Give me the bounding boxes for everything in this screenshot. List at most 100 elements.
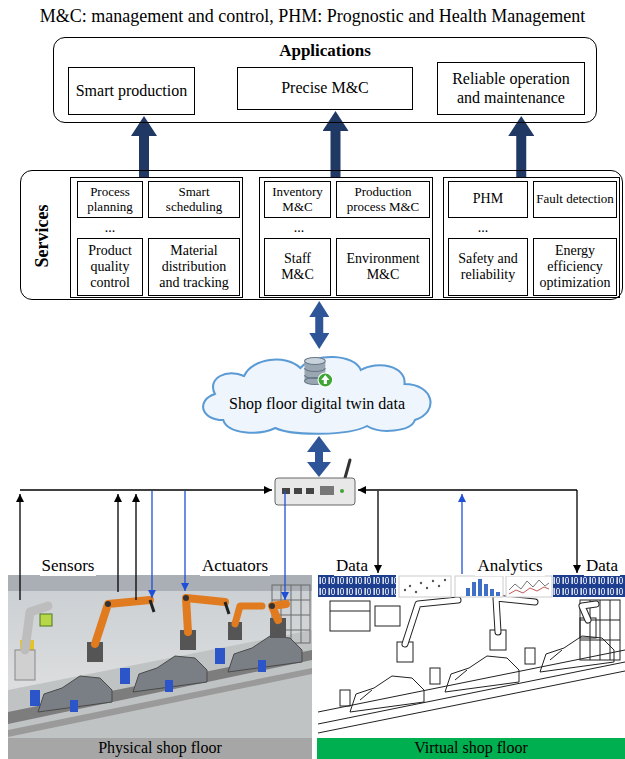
box-text: Production process M&C	[339, 185, 427, 215]
orange-robot-part	[105, 601, 111, 607]
fixture-part	[215, 648, 225, 664]
sketch-robot-part	[582, 604, 596, 620]
orange-robot-part	[186, 598, 225, 632]
sketch-robot-part	[496, 598, 535, 632]
analytics-chart-part	[404, 589, 406, 591]
upload-arrow	[321, 375, 329, 384]
gateway-device-part	[275, 478, 355, 505]
box-text: Energy efficiency optimization	[536, 243, 614, 291]
orange-robot	[87, 595, 286, 662]
sketch-line-part	[318, 671, 625, 733]
label-slot: Sensors	[28, 556, 108, 578]
sketch-robot-part	[405, 600, 458, 644]
sketch-line-part	[350, 676, 424, 712]
box-text: Fault detection	[536, 192, 614, 207]
sketch-line-part	[360, 650, 562, 700]
cloud-text: Shop floor digital twin data	[217, 394, 417, 414]
sketch-line-part	[600, 600, 601, 660]
signal-label: Data	[334, 556, 370, 576]
service-group: ...PHMFault detectionSafety and reliabil…	[443, 177, 620, 298]
sketch-line-part	[580, 640, 620, 641]
gateway-wire-part	[377, 491, 378, 573]
box-text: PHM	[451, 191, 525, 207]
box-text: Inventory M&C	[267, 185, 328, 215]
fixture-part	[165, 680, 173, 692]
box-text: Reliable operation and maintenance	[440, 70, 582, 107]
orange-robot-part	[235, 606, 262, 624]
service-box: Inventory M&C	[264, 181, 331, 218]
ellipsis-text: ...	[77, 219, 143, 237]
box-text: Product quality control	[80, 243, 140, 291]
fixture	[20, 640, 266, 712]
cloud-shape	[192, 350, 442, 434]
cloud-gateway-arrow-part	[307, 462, 331, 477]
analytics-chart-part	[420, 582, 422, 584]
gateway-device-part	[340, 489, 344, 493]
box-text: Staff M&C	[267, 251, 328, 283]
service-box: Process planning	[77, 181, 143, 218]
service-box: Energy efficiency optimization	[533, 238, 617, 296]
sketch-line-part	[610, 600, 611, 660]
analytics-chart-part	[444, 579, 446, 581]
analytics-chart-part	[496, 592, 500, 596]
analytics-chart-part	[506, 576, 552, 597]
shop-floor-band: Virtual shop floor	[317, 738, 625, 759]
box-text: Process planning	[80, 185, 140, 215]
box-text: Smart production	[71, 82, 192, 100]
box-text: Environment M&C	[339, 251, 427, 283]
fixture-part	[120, 668, 130, 684]
label-slot: M&C: management and control, PHM: Progno…	[0, 6, 625, 32]
service-box: Production process M&C	[336, 181, 430, 218]
analytics-chart-part	[509, 587, 549, 594]
gateway-wire-part	[184, 491, 185, 591]
data-cloud: Shop floor digital twin data	[192, 350, 442, 434]
sketch-robot-part	[582, 604, 596, 620]
label-slot: Data	[330, 556, 374, 578]
application-box: Precise M&C	[237, 67, 413, 110]
signal-label: Actuators	[200, 556, 270, 576]
analytics-chart	[399, 576, 552, 597]
orange-robot-part	[269, 603, 275, 609]
analytics-chart-part	[466, 588, 470, 596]
analytics-chart-part	[478, 579, 482, 596]
sketch-line-part	[340, 690, 350, 706]
analytics-chart-part	[484, 584, 488, 596]
gateway-wire-part	[284, 491, 285, 600]
virtual-scene-part	[318, 597, 625, 738]
fixture-part	[70, 700, 78, 712]
gateway-device-part	[306, 488, 314, 494]
shop-floor-band: Physical shop floor	[8, 738, 312, 759]
binary-data-strip	[318, 575, 625, 597]
safety-fence-part	[272, 600, 310, 601]
service-box: Staff M&C	[264, 238, 331, 296]
car-body-part	[38, 676, 112, 712]
analytics-chart-part	[455, 576, 503, 597]
service-box: Environment M&C	[336, 238, 430, 296]
orange-robot-part	[95, 600, 150, 644]
gateway-wire-part	[461, 494, 462, 574]
fixture-part	[30, 690, 40, 706]
cloud-gateway-arrow-part	[315, 451, 323, 463]
sketch-line-part	[445, 656, 519, 692]
gateway-wire-part	[20, 489, 272, 490]
box-text: Material distribution and tracking	[151, 243, 237, 291]
gateway-device-part	[320, 486, 334, 495]
physical-scene	[8, 575, 312, 738]
analytics-chart-part	[472, 582, 476, 596]
sketch-line-part	[375, 606, 400, 626]
binary-data-strip-part	[318, 575, 396, 597]
service-panel: Services...Process planningSmart schedul…	[20, 170, 623, 300]
physical-scene-part	[8, 575, 312, 738]
cloud-gateway-arrow-part	[307, 436, 331, 452]
sketch-line-part	[590, 600, 591, 660]
box-text: Precise M&C	[240, 79, 410, 97]
sketch-line-part	[330, 601, 370, 631]
gateway-device-part	[294, 488, 302, 494]
box-text: Safety and reliability	[451, 251, 525, 283]
binary-data-strip-part	[553, 575, 625, 597]
cloud-outline	[203, 357, 430, 434]
analytics-chart-part	[426, 587, 428, 589]
database-top	[305, 358, 326, 365]
service-box: Fault detection	[533, 181, 617, 218]
sketch-robot-part	[496, 598, 535, 632]
